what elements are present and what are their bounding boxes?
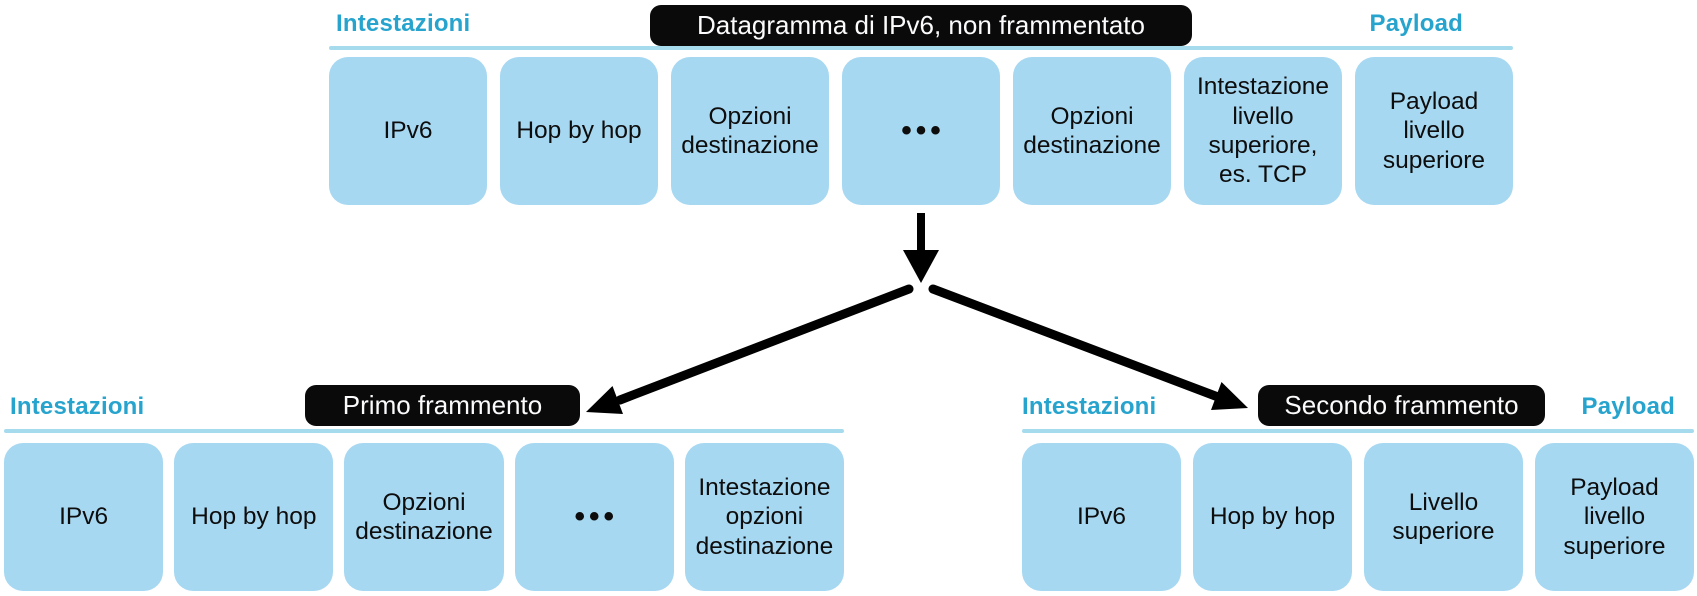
down-arrow — [903, 213, 939, 283]
header-box-destination-options-2: Opzioni destinazione — [1013, 57, 1171, 205]
headers-label: Intestazioni — [1022, 393, 1157, 420]
box-upper-layer-payload: Payload livello superiore — [1355, 57, 1513, 205]
section-unfragmented-datagram: Intestazioni Datagramma di IPv6, non fra… — [329, 5, 1513, 205]
first-fragment-box-row: IPv6 Hop by hop Opzioni destinazione •••… — [4, 443, 845, 591]
section-first-fragment: Intestazioni Primo frammento IPv6 Hop by… — [4, 385, 845, 591]
second-fragment-box-row: IPv6 Hop by hop Livello superiore Payloa… — [1022, 443, 1694, 591]
box-upper-layer-payload: Payload livello superiore — [1535, 443, 1694, 591]
section-divider — [329, 46, 1513, 50]
header-box-ipv6: IPv6 — [1022, 443, 1181, 591]
header-box-ellipsis: ••• — [514, 443, 674, 591]
datagram-box-row: IPv6 Hop by hop Opzioni destinazione •••… — [329, 57, 1513, 205]
header-box-upper-layer-header: Intestazione livello superiore, es. TCP — [1184, 57, 1342, 205]
section-header: Intestazioni Datagramma di IPv6, non fra… — [329, 5, 1513, 46]
first-fragment-pill: Primo frammento — [305, 385, 580, 426]
datagram-title-pill: Datagramma di IPv6, non frammentato — [650, 5, 1192, 46]
headers-label: Intestazioni — [10, 393, 145, 420]
section-divider — [1022, 429, 1694, 433]
header-box-ipv6: IPv6 — [329, 57, 487, 205]
section-header: Intestazioni Secondo frammento Payload — [1022, 385, 1694, 429]
header-box-hop-by-hop: Hop by hop — [500, 57, 658, 205]
section-divider — [4, 429, 844, 433]
header-box-ipv6: IPv6 — [4, 443, 164, 591]
payload-label: Payload — [1369, 10, 1463, 37]
section-header: Intestazioni Primo frammento — [4, 385, 844, 429]
header-box-destination-options: Opzioni destinazione — [344, 443, 504, 591]
header-box-ellipsis: ••• — [842, 57, 1000, 205]
second-fragment-pill: Secondo frammento — [1258, 385, 1545, 426]
section-second-fragment: Intestazioni Secondo frammento Payload I… — [1022, 385, 1694, 591]
header-box-hop-by-hop: Hop by hop — [1193, 443, 1352, 591]
header-box-destination-options-1: Opzioni destinazione — [671, 57, 829, 205]
header-box-hop-by-hop: Hop by hop — [174, 443, 334, 591]
payload-label: Payload — [1581, 393, 1675, 420]
headers-label: Intestazioni — [336, 10, 471, 37]
header-box-destination-options-header: Intestazione opzioni destinazione — [684, 443, 845, 591]
header-box-upper-layer: Livello superiore — [1364, 443, 1523, 591]
